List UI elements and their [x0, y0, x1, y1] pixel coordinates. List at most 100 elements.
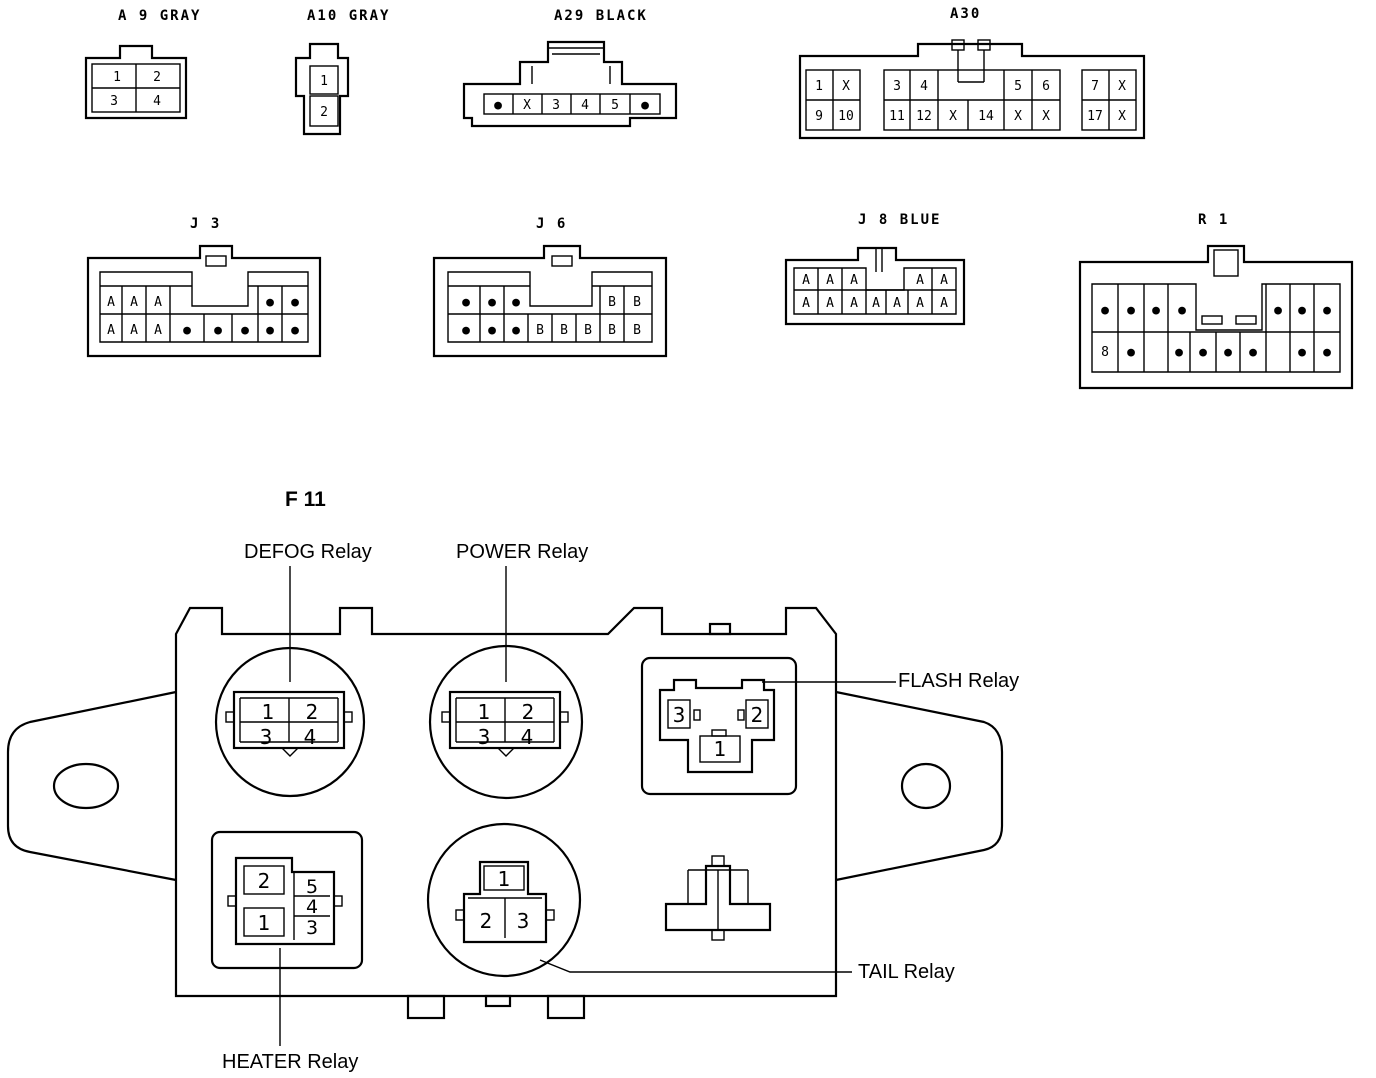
pin-label: X — [1042, 109, 1050, 124]
pin-label: 7 — [1091, 79, 1099, 94]
pin-label: ● — [1127, 345, 1135, 360]
connector-a9: A 9 GRAY 1 2 3 4 — [84, 8, 201, 120]
pin-label: 4 — [581, 98, 589, 113]
connector-j8-title: J 8 BLUE — [858, 212, 941, 228]
pin-label: B — [584, 323, 592, 338]
pin-label: ● — [291, 295, 299, 310]
pin-label: ● — [1175, 345, 1183, 360]
pin-label: X — [523, 98, 531, 113]
pin-label: 3 — [260, 725, 273, 749]
pin-label: A — [802, 273, 810, 288]
connector-a9-title: A 9 GRAY — [118, 8, 201, 24]
pin-label: 2 — [480, 909, 493, 933]
pin-label: 3 — [478, 725, 491, 749]
pin-label: 1 — [498, 867, 511, 891]
left-mounting-ear — [6, 690, 177, 882]
connector-a29-title: A29 BLACK — [554, 8, 648, 24]
defog-relay-socket: 1 2 3 4 — [214, 646, 366, 798]
pin-label: ● — [1178, 303, 1186, 318]
pin-label: 1 — [262, 700, 275, 724]
pin-label: ● — [1152, 303, 1160, 318]
pin-label: ● — [488, 323, 496, 338]
pin-label: ● — [512, 295, 520, 310]
pin-label: 3 — [517, 909, 530, 933]
pin-label: B — [560, 323, 568, 338]
connector-a30-title: A30 — [950, 6, 981, 22]
flash-relay-label: FLASH Relay — [898, 670, 1019, 692]
pin-label: B — [633, 323, 641, 338]
pin-label: ● — [1224, 345, 1232, 360]
pin-label: A — [916, 273, 924, 288]
tail-relay-label: TAIL Relay — [858, 961, 955, 983]
pin-label: A — [130, 323, 138, 338]
pin-label: ● — [1199, 345, 1207, 360]
pin-label: 3 — [552, 98, 560, 113]
pin-label: ● — [462, 323, 470, 338]
pin-label: ● — [266, 295, 274, 310]
connector-j3: J 3 A A A ● ● A A A ● ● ● ● ● — [86, 216, 322, 358]
connector-a10-title: A10 GRAY — [307, 8, 390, 24]
pin-label: X — [1014, 109, 1022, 124]
relay-block-body — [174, 606, 838, 998]
pin-label: B — [633, 295, 641, 310]
pin-label: X — [1118, 79, 1126, 94]
pin-label: 10 — [838, 109, 854, 124]
pin-label: ● — [641, 98, 649, 113]
connector-r1-title: R 1 — [1198, 212, 1229, 228]
pin-label: ● — [291, 323, 299, 338]
pin-label: B — [608, 295, 616, 310]
pin-label: A — [826, 296, 834, 311]
pin-label: 12 — [916, 109, 932, 124]
pin-label: 1 — [714, 737, 727, 761]
pin-label: ● — [1298, 303, 1306, 318]
pin-label: A — [916, 296, 924, 311]
relay-block-title: F 11 — [285, 488, 326, 511]
pin-label: 4 — [920, 79, 928, 94]
pin-label: ● — [512, 323, 520, 338]
pin-label: ● — [1323, 303, 1331, 318]
pin-label: ● — [1298, 345, 1306, 360]
connector-j6: J 6 ● ● ● B B ● ● ● B B B B B — [432, 216, 668, 358]
pin-label: 14 — [978, 109, 994, 124]
pin-label: 2 — [153, 70, 161, 85]
connector-a30: A30 1 X 9 10 3 4 5 6 11 12 X 14 X X — [798, 6, 1146, 140]
pin-label: 5 — [1014, 79, 1022, 94]
pin-label: ● — [1274, 303, 1282, 318]
pin-label: X — [1118, 109, 1126, 124]
pin-label: 1 — [113, 70, 121, 85]
pin-label: ● — [1127, 303, 1135, 318]
pin-label: A — [940, 273, 948, 288]
flash-relay-socket: 3 2 1 — [640, 656, 798, 796]
pin-label: 3 — [673, 703, 686, 727]
pin-label: 4 — [153, 94, 161, 109]
pin-label: 1 — [258, 911, 271, 935]
pin-label: A — [940, 296, 948, 311]
pin-label: B — [608, 323, 616, 338]
pin-label: ● — [488, 295, 496, 310]
pin-label: A — [107, 295, 115, 310]
pin-label: A — [850, 296, 858, 311]
pin-label: ● — [183, 323, 191, 338]
connector-j8: J 8 BLUE A A A A A A A A A A A A — [784, 212, 966, 326]
connector-a29: A29 BLACK ● X 3 4 5 ● — [462, 8, 678, 128]
connector-j3-title: J 3 — [190, 216, 221, 232]
connector-a10: A10 GRAY 1 2 — [294, 8, 390, 136]
pin-label: ● — [462, 295, 470, 310]
pin-label: A — [872, 296, 880, 311]
pin-label: 8 — [1101, 345, 1109, 360]
pin-label: A — [130, 295, 138, 310]
pin-label: A — [850, 273, 858, 288]
pin-label: ● — [1323, 345, 1331, 360]
pin-label: 2 — [258, 869, 271, 893]
pin-label: 1 — [478, 700, 491, 724]
tail-leader-line — [539, 959, 852, 973]
pin-label: 4 — [304, 725, 317, 749]
pin-label: ● — [241, 323, 249, 338]
connector-r1: R 1 ● ● ● ● ● ● ● 8 ● ● ● ● ● ● ● — [1078, 212, 1354, 390]
pin-label: 5 — [611, 98, 619, 113]
pin-label: 3 — [110, 94, 118, 109]
pin-label: 3 — [893, 79, 901, 94]
pin-label: A — [893, 296, 901, 311]
pin-label: 1 — [815, 79, 823, 94]
